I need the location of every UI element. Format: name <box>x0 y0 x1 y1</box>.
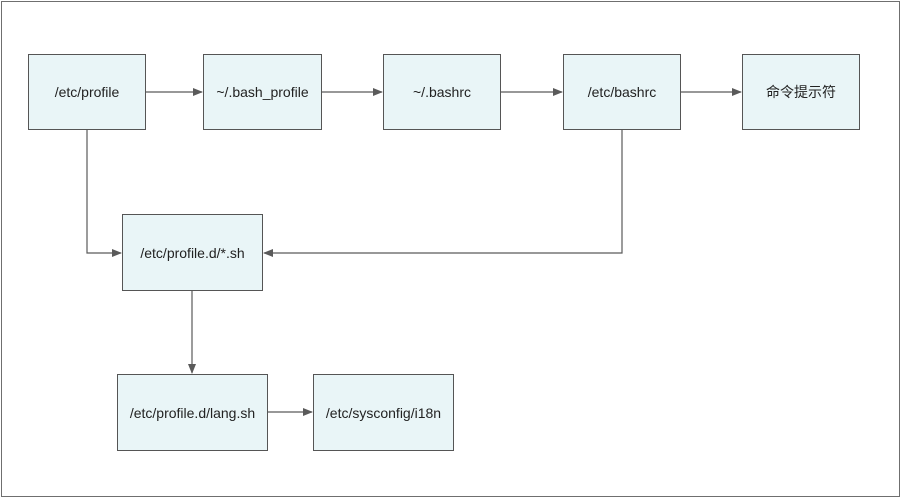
node-lang-sh: /etc/profile.d/lang.sh <box>117 374 268 451</box>
node-command-prompt: 命令提示符 <box>742 54 860 130</box>
node-bash-profile: ~/.bash_profile <box>203 54 322 130</box>
node-etc-bashrc: /etc/bashrc <box>563 54 681 130</box>
node-label: /etc/profile <box>54 84 120 100</box>
node-label: 命令提示符 <box>766 84 836 100</box>
node-profile-d-scripts: /etc/profile.d/*.sh <box>122 214 263 291</box>
node-etc-profile: /etc/profile <box>28 54 146 130</box>
node-label: /etc/bashrc <box>587 84 657 100</box>
edge-etc-bashrc-to-profile-d <box>263 130 623 257</box>
node-label: /etc/profile.d/lang.sh <box>129 404 256 421</box>
node-label: /etc/sysconfig/i18n <box>325 404 442 421</box>
node-bashrc: ~/.bashrc <box>383 54 501 130</box>
node-label: ~/.bash_profile <box>216 84 309 100</box>
node-sysconfig-i18n: /etc/sysconfig/i18n <box>313 374 454 451</box>
edge-etc-profile-to-profile-d <box>86 130 122 257</box>
node-label: ~/.bashrc <box>413 84 471 100</box>
node-label: /etc/profile.d/*.sh <box>140 244 245 261</box>
